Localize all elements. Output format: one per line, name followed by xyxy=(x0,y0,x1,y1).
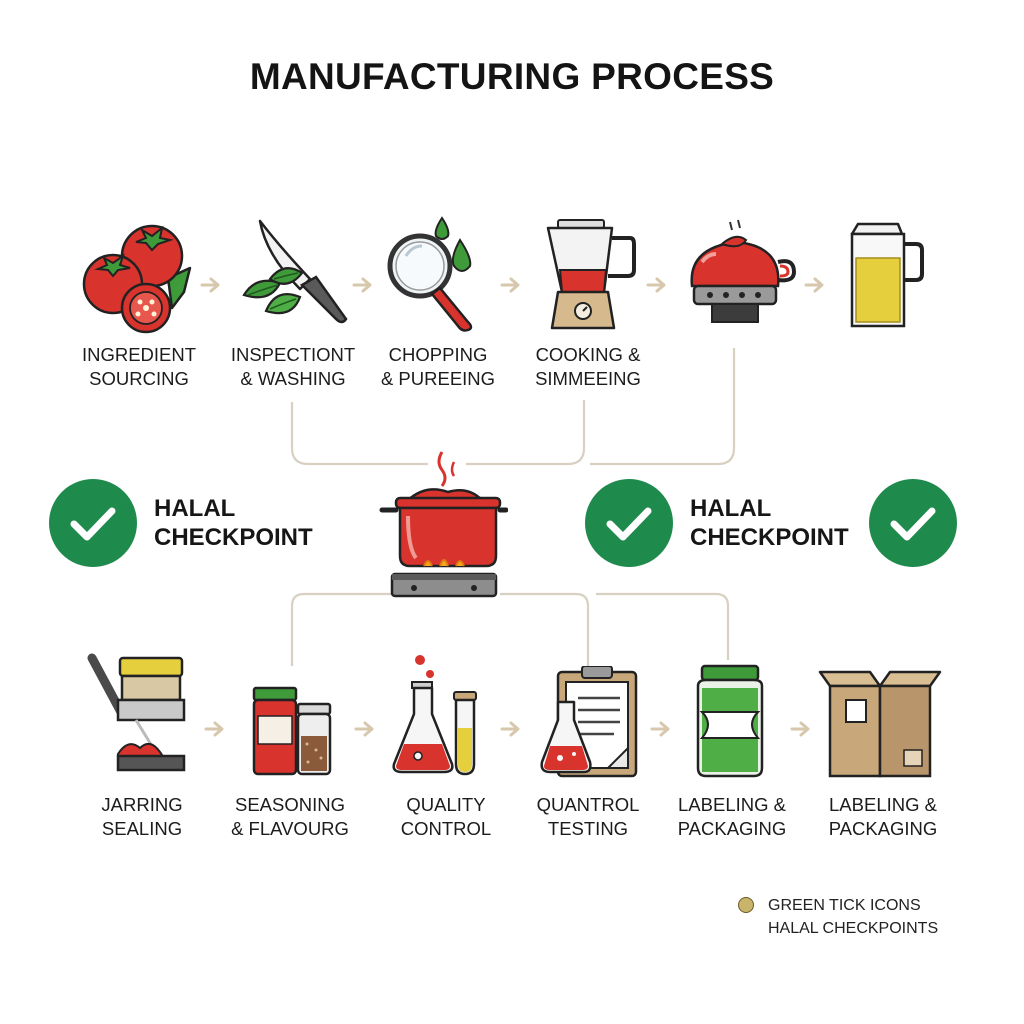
arrow-right-icon xyxy=(804,277,824,293)
arrow-right-icon xyxy=(354,721,374,737)
step-label-cooking-simmering: COOKING &SIMMEEING xyxy=(535,344,641,389)
clipboard-flask-icon xyxy=(540,666,638,778)
arrow-right-icon xyxy=(200,277,220,293)
legend-dot-icon xyxy=(738,897,754,913)
connector-line xyxy=(290,592,394,666)
arrow-right-icon xyxy=(500,277,520,293)
kettle-stove-icon xyxy=(690,219,797,323)
labeled-jar-icon xyxy=(696,664,764,778)
lab-flasks-icon xyxy=(392,655,477,776)
step-label-labeling-packaging: LABELING &PACKAGING xyxy=(677,794,787,839)
seasoning-jars-icon xyxy=(252,686,332,776)
cooking-pot-icon xyxy=(379,451,508,598)
arrow-right-icon xyxy=(790,721,810,737)
arrow-right-icon xyxy=(500,721,520,737)
step-label-chopping-pureeing: CHOPPING& PUREEING xyxy=(380,344,496,389)
jar-press-icon xyxy=(87,653,186,772)
step-label-labeling-packaging: LABELING &PACKAGING xyxy=(828,794,938,839)
connector-line xyxy=(290,402,428,466)
arrow-right-icon xyxy=(646,277,666,293)
connector-line xyxy=(500,592,590,666)
magnifier-drops-icon xyxy=(387,216,473,332)
oil-jug-icon xyxy=(850,222,924,328)
green-check-icon xyxy=(869,479,957,567)
tomatoes-icon xyxy=(82,224,192,334)
arrow-right-icon xyxy=(204,721,224,737)
arrow-right-icon xyxy=(650,721,670,737)
cardboard-box-icon xyxy=(818,670,942,778)
green-check-icon xyxy=(585,479,673,567)
connector-line xyxy=(466,400,586,466)
blender-icon xyxy=(546,219,636,330)
step-label-inspection-washing: INSPECTIONT& WASHING xyxy=(230,344,356,389)
green-check-icon xyxy=(49,479,137,567)
connector-line xyxy=(590,348,736,466)
step-label-seasoning-flavouring: SEASONING& FLAVOURG xyxy=(231,794,349,839)
connector-line xyxy=(596,592,730,660)
arrow-right-icon xyxy=(352,277,372,293)
knife-basil-icon xyxy=(242,219,348,324)
page-title: MANUFACTURING PROCESS xyxy=(249,56,775,97)
